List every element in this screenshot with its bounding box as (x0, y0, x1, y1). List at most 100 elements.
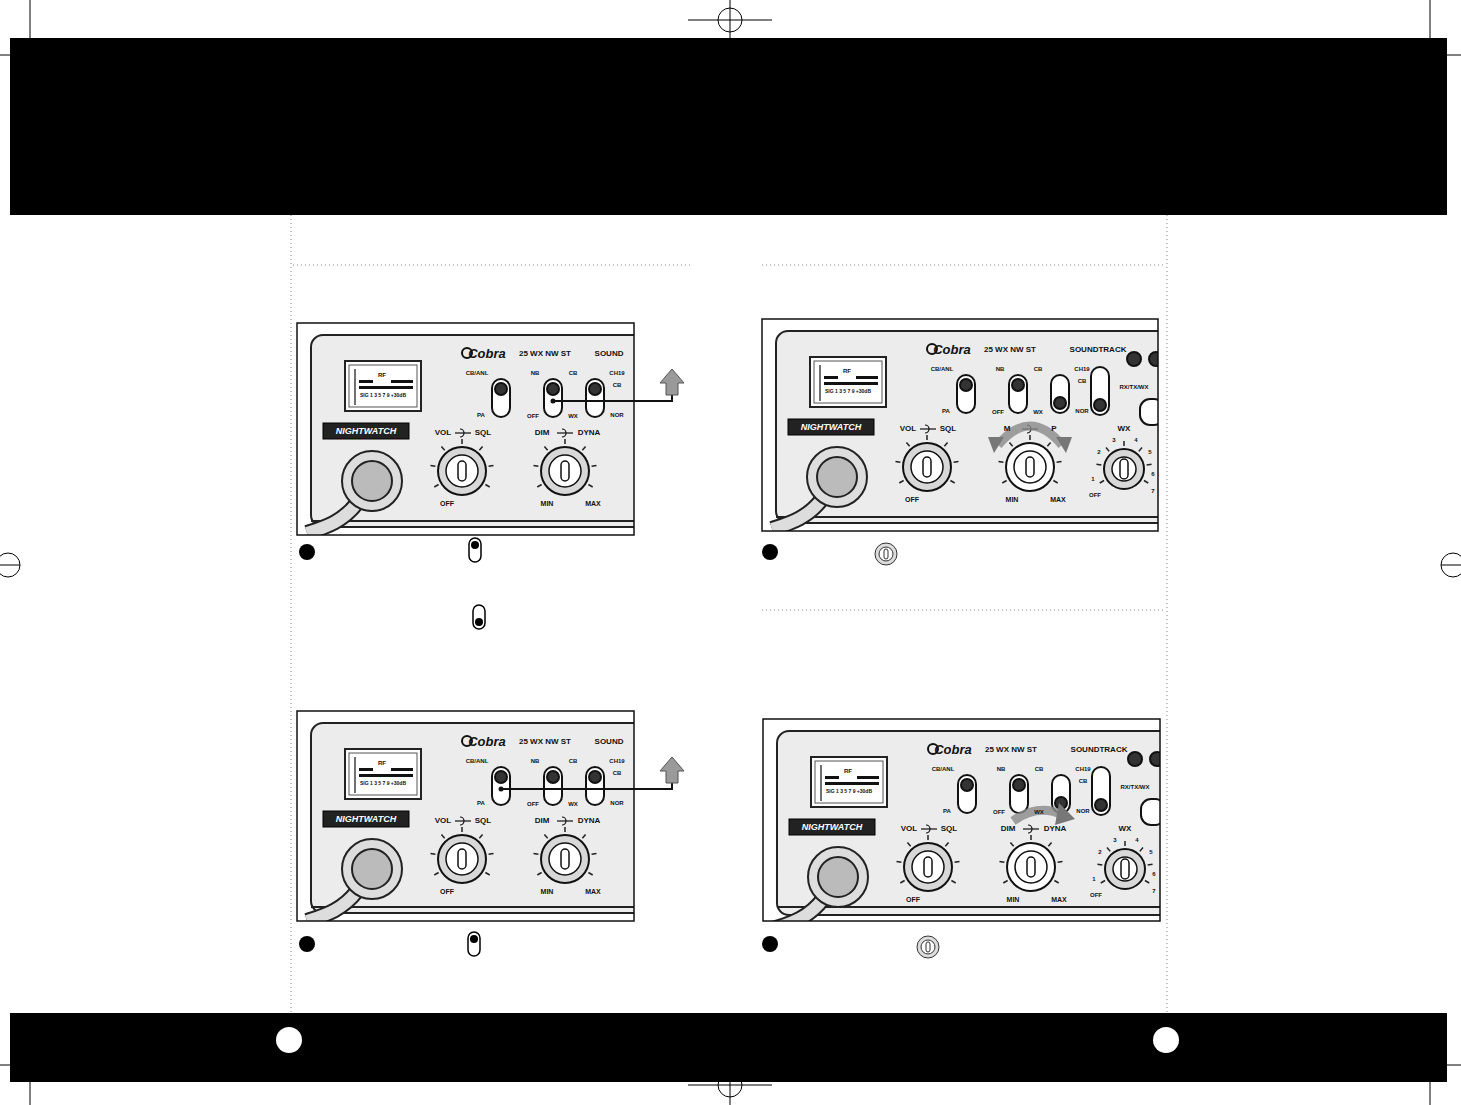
panel-label: 5 (1149, 849, 1152, 855)
signal-meter (345, 749, 421, 799)
crop-mark (0, 565, 20, 566)
panel-label: MAX (585, 500, 601, 507)
panel-label: OFF (1090, 892, 1102, 898)
panel-label: NOR (610, 412, 623, 418)
knob-icon (917, 936, 939, 958)
faceplate (311, 335, 634, 527)
crop-mark (730, 1060, 731, 1105)
panel-label: SOUNDTRACK (1071, 746, 1128, 754)
panel-label: NIGHTWATCH (802, 823, 862, 832)
page-number-disc (276, 1027, 302, 1053)
panel-label: SIG 1 3 5 7 9 +30dB (360, 393, 406, 398)
dual-knob-symbol (557, 817, 573, 825)
rotary-knob (896, 835, 959, 891)
panel-label: MIN (541, 888, 554, 895)
panel-label: 2 (1098, 849, 1101, 855)
panel-label: CB (1034, 366, 1043, 372)
panel-label: RF (843, 368, 851, 374)
dual-knob-symbol (1023, 825, 1039, 833)
crop-mark (0, 55, 22, 56)
panel-label: Cobra (934, 743, 972, 756)
panel-label: 25 WX NW ST (984, 346, 1036, 354)
toggle-switch (1092, 767, 1110, 815)
panel-label: 1 (1091, 476, 1094, 482)
rotate-arrow (988, 426, 1072, 453)
rotary-knob (998, 435, 1061, 491)
panel-label: CH19 (1074, 366, 1089, 372)
panel-label: NIGHTWATCH (801, 423, 861, 432)
panel-label: CB (613, 770, 622, 776)
mic-connector (773, 847, 868, 921)
panel-label: PA (943, 808, 951, 814)
panel-label: CH19 (609, 758, 624, 764)
panel-label: SIG 1 3 5 7 9 +30dB (360, 781, 406, 786)
signal-meter (345, 361, 421, 411)
panel-label: WX (568, 413, 578, 419)
panel-label: MAX (585, 888, 601, 895)
panel-label: PA (477, 412, 485, 418)
panel-label: CB/ANL (466, 370, 489, 376)
panel-label: NOR (1076, 808, 1089, 814)
button (1140, 399, 1158, 425)
toggle-switch (492, 379, 510, 417)
panel-label: MIN (1006, 496, 1019, 503)
faceplate (777, 731, 1160, 915)
panel-label: DYNA (578, 817, 601, 825)
faceplate (776, 331, 1158, 523)
panel-label: DIM (535, 429, 550, 437)
mic-connector (772, 447, 867, 529)
radio-panel (762, 319, 1202, 531)
dotted-rule (291, 215, 292, 1013)
panel-label: 25 WX NW ST (519, 350, 571, 358)
rotary-knob (533, 827, 596, 883)
panel-label: WX (1033, 409, 1043, 415)
switch-icon (469, 538, 481, 562)
crop-mark (30, 0, 31, 45)
toggle-switch (586, 379, 604, 417)
panel-label: 6 (1152, 871, 1155, 877)
panel-label: Cobra (468, 347, 506, 360)
page-number-disc (1153, 1027, 1179, 1053)
panel-label: DYNA (578, 429, 601, 437)
registration-mark (718, 8, 742, 32)
panel-label: CB/ANL (931, 366, 954, 372)
header-bar (10, 38, 1447, 215)
panel-label: WX (1034, 809, 1044, 815)
panel-label: OFF (440, 500, 454, 507)
toggle-switch (1009, 375, 1027, 413)
toggle-switch (544, 767, 562, 805)
led-button (1127, 352, 1141, 366)
panel-label: Cobra (933, 343, 971, 356)
rotary-knob (999, 835, 1062, 891)
switch-icon (473, 605, 485, 629)
button (1141, 799, 1160, 825)
panel-label: SIG 1 3 5 7 9 +30dB (825, 389, 871, 394)
rotary-knob (895, 435, 958, 491)
registration-mark (1441, 553, 1461, 577)
panel-label: 3 (1112, 437, 1115, 443)
toggle-switch (1091, 367, 1109, 415)
panel-label: SQL (940, 425, 956, 433)
panel-label: SOUND (595, 738, 624, 746)
panel-label: SQL (941, 825, 957, 833)
panel-label: VOL (901, 825, 917, 833)
panel-label: CB/ANL (932, 766, 955, 772)
rotary-knob (430, 827, 493, 883)
panel-label: SOUND (595, 350, 624, 358)
panel-label: OFF (993, 809, 1005, 815)
panel-label: CB (613, 382, 622, 388)
panel-label: WX (1118, 425, 1131, 433)
panel-label: 7 (1152, 888, 1155, 894)
panel-label: 3 (1113, 837, 1116, 843)
panel-label: SQL (475, 429, 491, 437)
toggle-switch (544, 379, 562, 417)
panel-label: M (1004, 425, 1011, 433)
nightwatch-logo (789, 819, 875, 835)
panel-label: DIM (535, 817, 550, 825)
step-bullet (299, 544, 315, 560)
panel-label: SQL (475, 817, 491, 825)
signal-meter (811, 757, 887, 807)
panel-label: 25 WX NW ST (985, 746, 1037, 754)
panel-label: CB (569, 370, 578, 376)
